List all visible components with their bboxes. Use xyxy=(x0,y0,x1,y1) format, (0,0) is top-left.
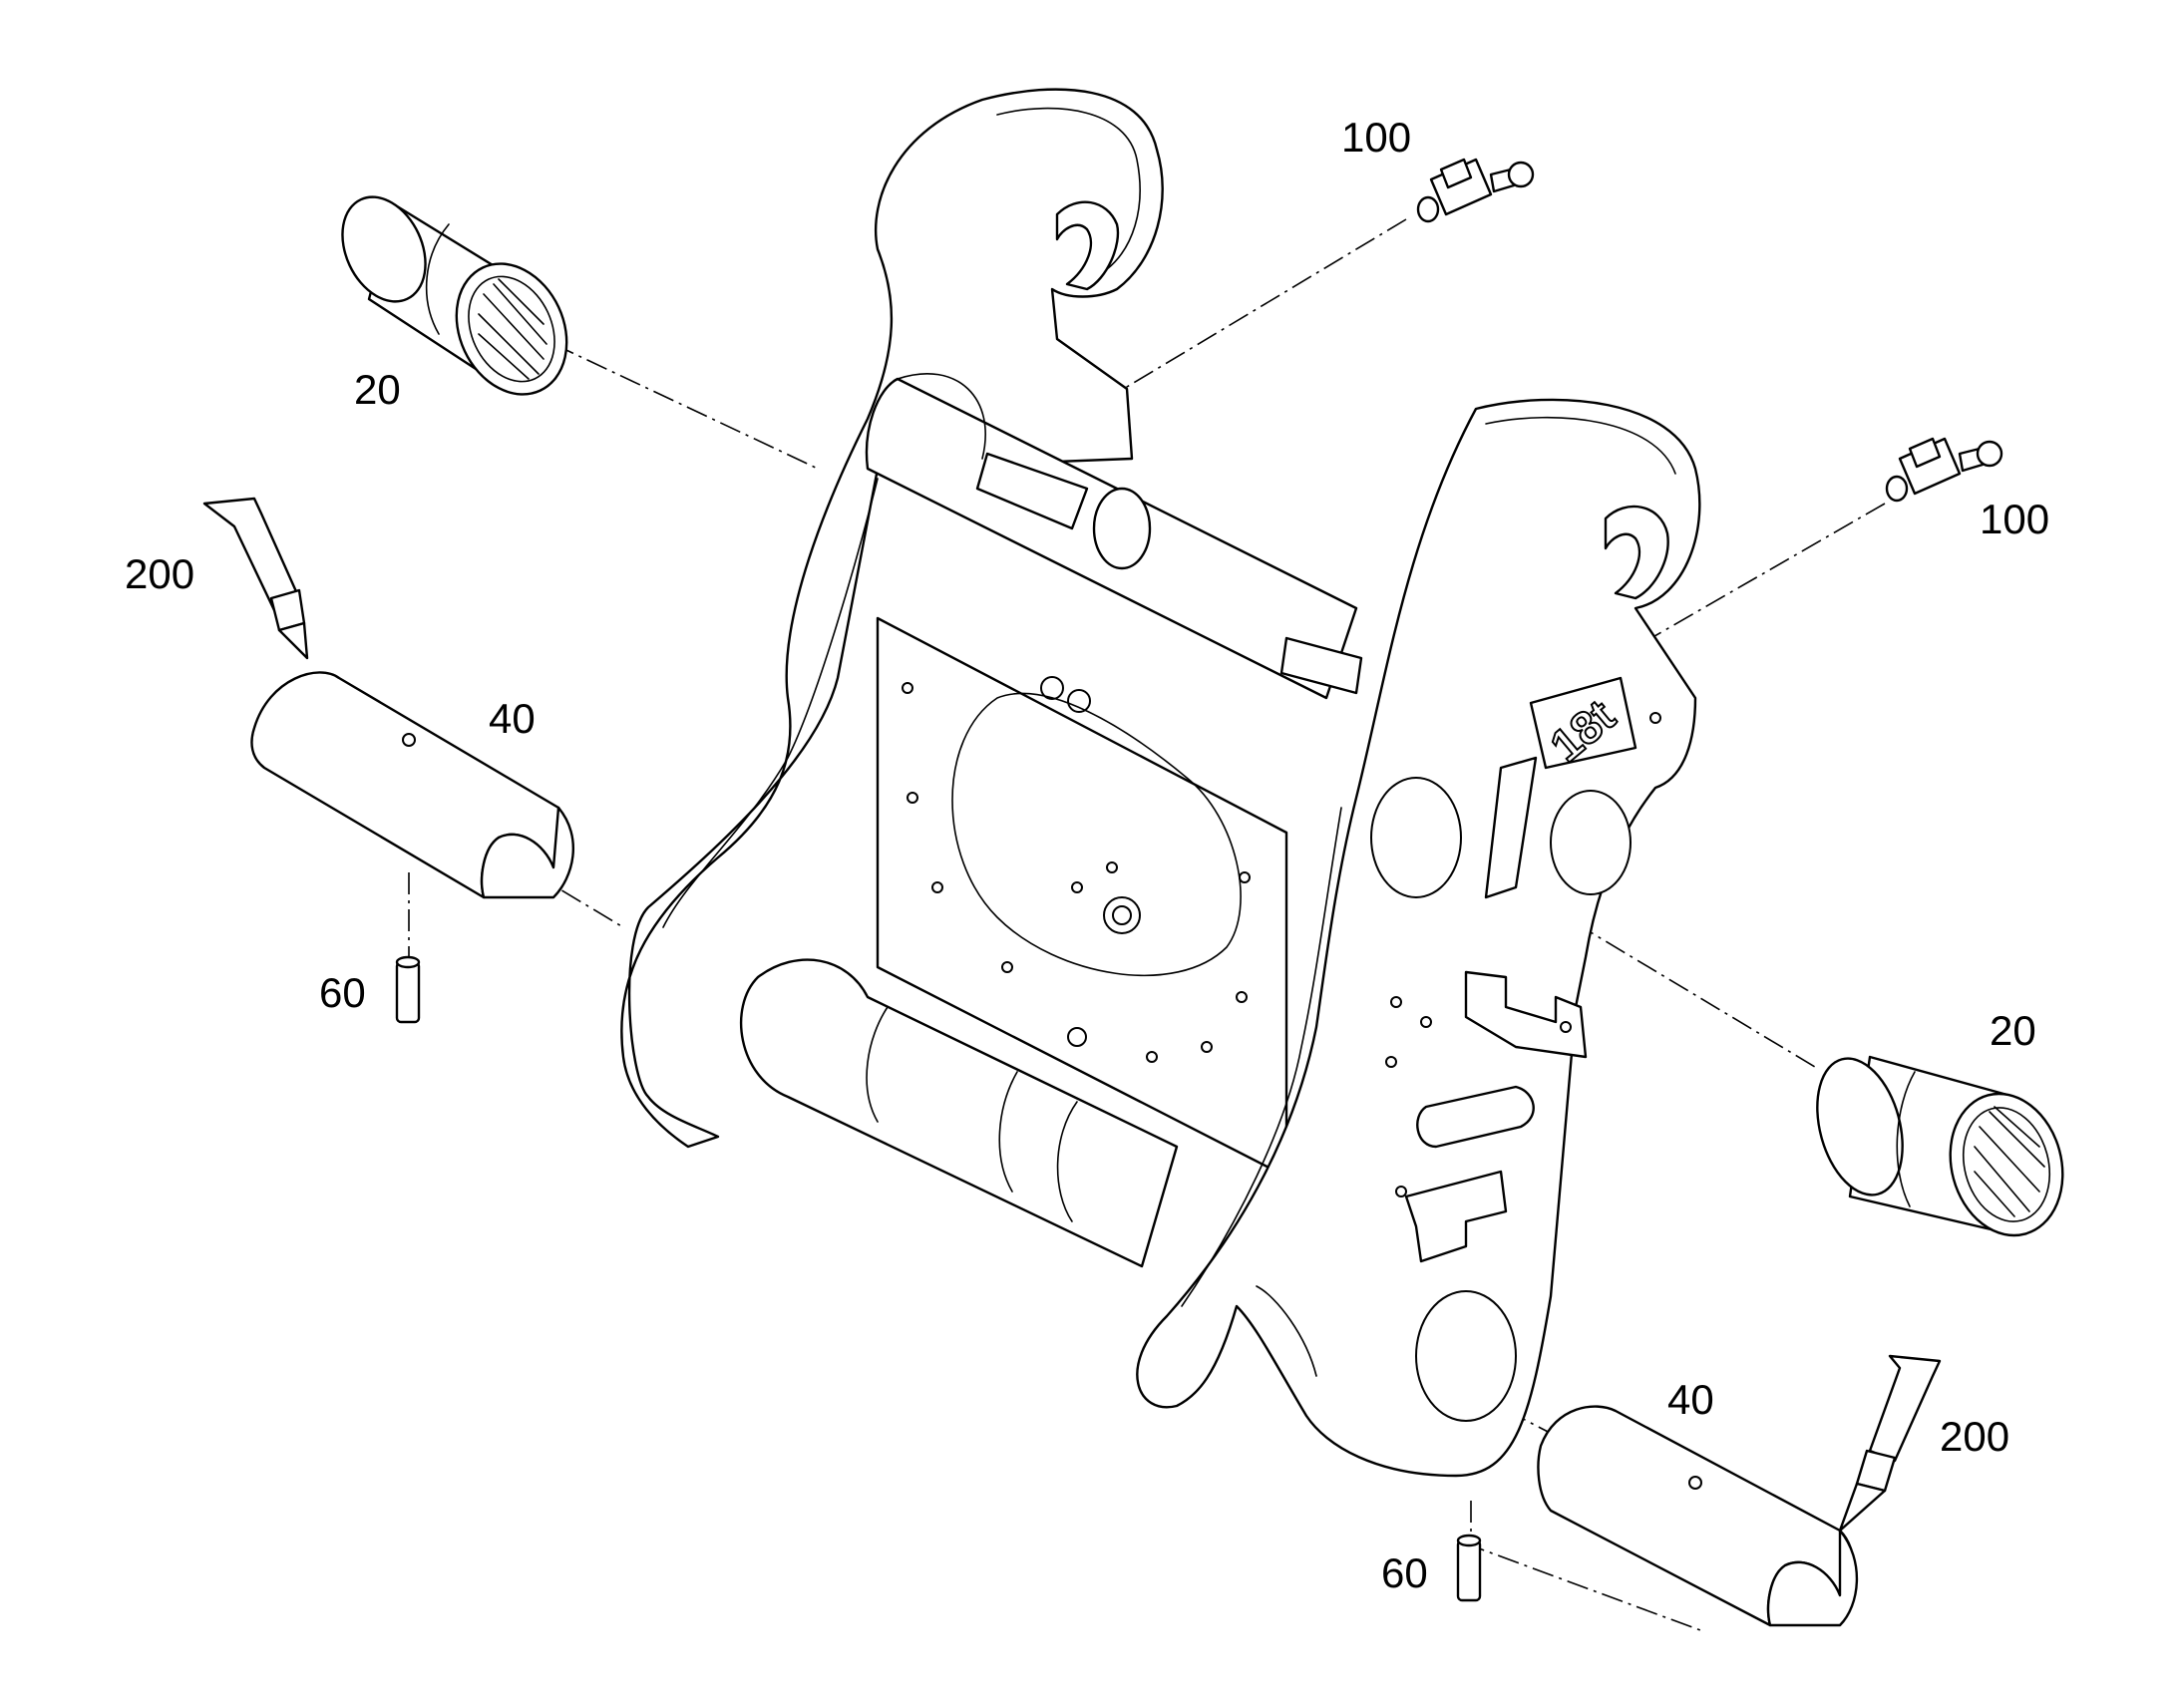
callout-shell-right: 40 xyxy=(1667,1376,1714,1423)
bushing-right xyxy=(1816,1055,2064,1237)
front-plate-inner-edge xyxy=(1181,416,1676,1307)
rear-plate-inner-edge xyxy=(662,107,1141,928)
center-cutout xyxy=(951,692,1242,977)
leader-bushing-left xyxy=(552,343,819,470)
lower-main-pin xyxy=(739,958,1179,1268)
half-shell-left xyxy=(250,671,574,899)
rear-side-plate xyxy=(620,88,1164,1149)
grease-nipple-top xyxy=(1416,158,1535,223)
adhesive-tube-right xyxy=(1838,1354,1942,1533)
callout-pin-left: 60 xyxy=(319,969,366,1016)
lower-bracket xyxy=(1404,1170,1508,1263)
front-lower-bore xyxy=(1415,1290,1517,1422)
front-hook xyxy=(1604,505,1669,600)
callout-pin-right: 60 xyxy=(1381,1549,1428,1596)
leader-shell-left xyxy=(498,852,624,928)
upper-tube-bore xyxy=(1092,487,1152,570)
roll-pin-left xyxy=(395,955,421,1024)
leader-nipple-right xyxy=(1425,503,1886,769)
bushing-top-left xyxy=(341,195,568,396)
callout-bushing-top-left: 20 xyxy=(354,366,401,413)
rear-hook xyxy=(1055,200,1120,291)
coupler-frame: 18t xyxy=(620,88,1701,1478)
grease-nipple-right xyxy=(1885,437,2003,503)
front-upper-bore xyxy=(1370,777,1462,898)
callout-shell-left: 40 xyxy=(489,695,536,742)
callout-bushing-right: 20 xyxy=(1990,1007,2036,1054)
callout-labels: 20 20 100 100 40 40 60 60 200 200 xyxy=(125,114,2049,1596)
callout-tube-left: 200 xyxy=(125,550,194,597)
tonnage-stamp: 18t xyxy=(1529,676,1637,773)
upper-bracket xyxy=(1464,970,1588,1059)
front-side-plate xyxy=(1136,398,1701,1478)
adhesive-tube-left xyxy=(202,497,309,660)
callout-nipple-right: 100 xyxy=(1980,496,2049,542)
mid-plate xyxy=(1416,1085,1535,1149)
half-shell-right xyxy=(1537,1405,1859,1627)
callout-tube-right: 200 xyxy=(1940,1413,2009,1460)
front-side-bore xyxy=(1550,790,1632,895)
callout-nipple-top: 100 xyxy=(1341,114,1411,161)
roll-pin-right xyxy=(1456,1534,1482,1602)
